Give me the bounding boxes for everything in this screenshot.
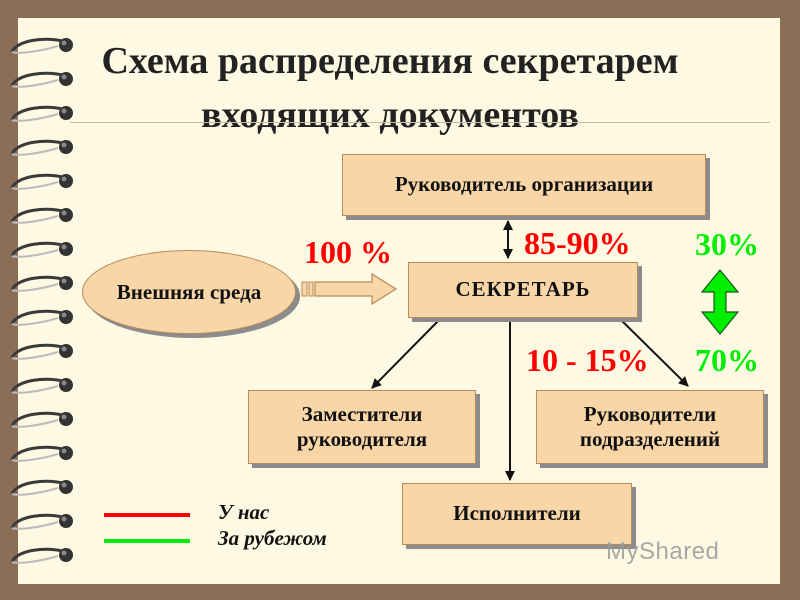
watermark-logo: MyShared [606,538,720,565]
legend-ours: У нас [218,500,270,524]
arrow-to-unit-heads [617,316,689,387]
node-deputies: Заместители руководителя [248,390,476,464]
label-incoming-percent: 100 % [304,234,392,270]
binding-ring [8,138,74,160]
arrow-to-deputies [371,316,443,389]
node-director: Руководитель организации [342,154,706,216]
binding-ring [8,478,74,500]
label-compare-top: 30% [695,226,759,262]
node-secretary: СЕКРЕТАРЬ [408,262,638,318]
binding-ring [8,546,74,568]
legend-abroad: За рубежом [218,526,327,550]
green-double-arrow [700,269,740,335]
node-external-environment: Внешняя среда [82,250,296,334]
binding-ring [8,410,74,432]
binding-ring [8,512,74,534]
binding-ring [8,444,74,466]
binding-ring [8,206,74,228]
slide-title-line-1: Схема распределения секретарем [101,40,679,82]
binding-ring [8,240,74,262]
label-executors-percent: 10 - 15% [526,342,649,378]
slide-title-line-2: входящих документов [201,94,579,136]
binding-ring [8,376,74,398]
binding-ring [8,36,74,58]
binding-ring [8,342,74,364]
binding-ring [8,308,74,330]
binding-ring [8,104,74,126]
node-unit-heads: Руководители подразделений [536,390,764,464]
incoming-block-arrow [301,272,398,306]
title-divider [70,122,770,123]
node-executors: Исполнители [402,483,632,545]
binding-ring [8,274,74,296]
binding-ring [8,172,74,194]
binding-ring [8,70,74,92]
label-director-percent: 85-90% [524,225,631,261]
label-compare-bottom: 70% [695,342,759,378]
